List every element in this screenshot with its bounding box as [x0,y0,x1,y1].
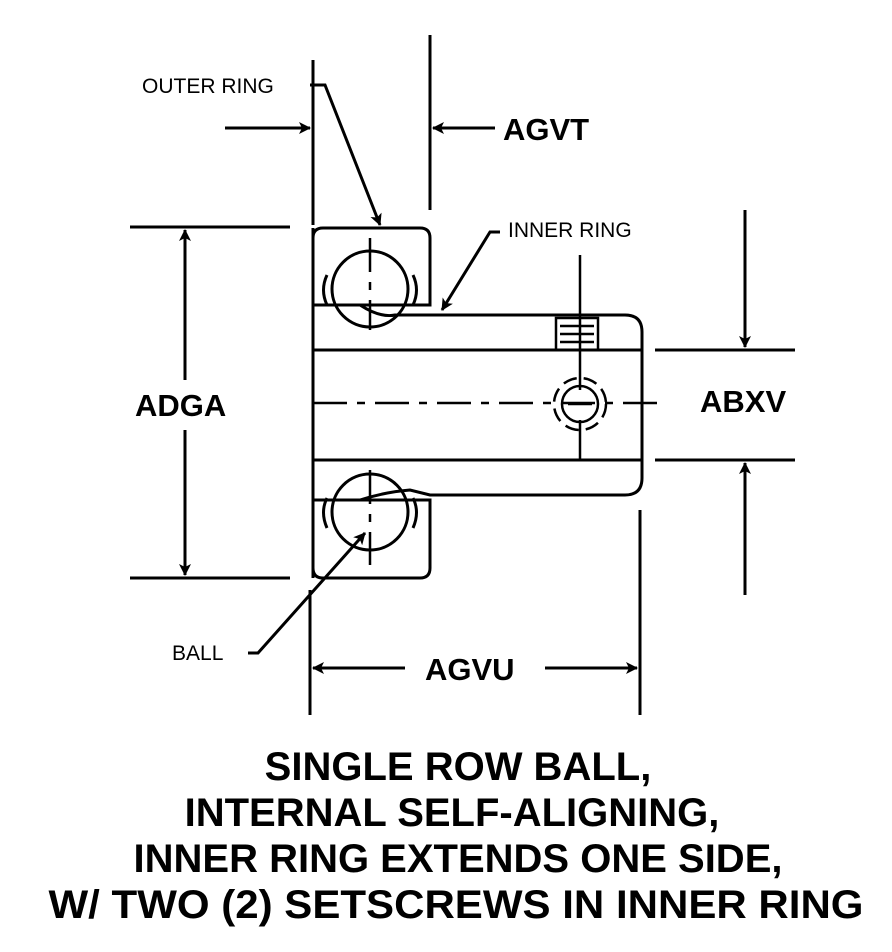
dimension-agvt: AGVT [503,112,589,147]
caption-line-1: SINGLE ROW BALL, [265,745,652,789]
extension-lines [130,35,795,715]
balls [322,238,418,565]
dimension-agvu: AGVU [425,652,515,687]
label-ball: BALL [172,642,223,665]
dimension-arrows [179,122,751,674]
caption-line-2: INTERNAL SELF-ALIGNING, [185,791,720,835]
caption: SINGLE ROW BALL, INTERNAL SELF-ALIGNING,… [49,745,864,927]
dimension-adga: ADGA [135,388,226,423]
dimension-abxv: ABXV [700,384,786,419]
label-inner-ring: INNER RING [508,219,632,242]
leaders [248,83,500,655]
caption-line-3: INNER RING EXTENDS ONE SIDE, [134,837,783,881]
caption-line-4: W/ TWO (2) SETSCREWS IN INNER RING [49,883,864,927]
label-outer-ring: OUTER RING [142,75,274,98]
